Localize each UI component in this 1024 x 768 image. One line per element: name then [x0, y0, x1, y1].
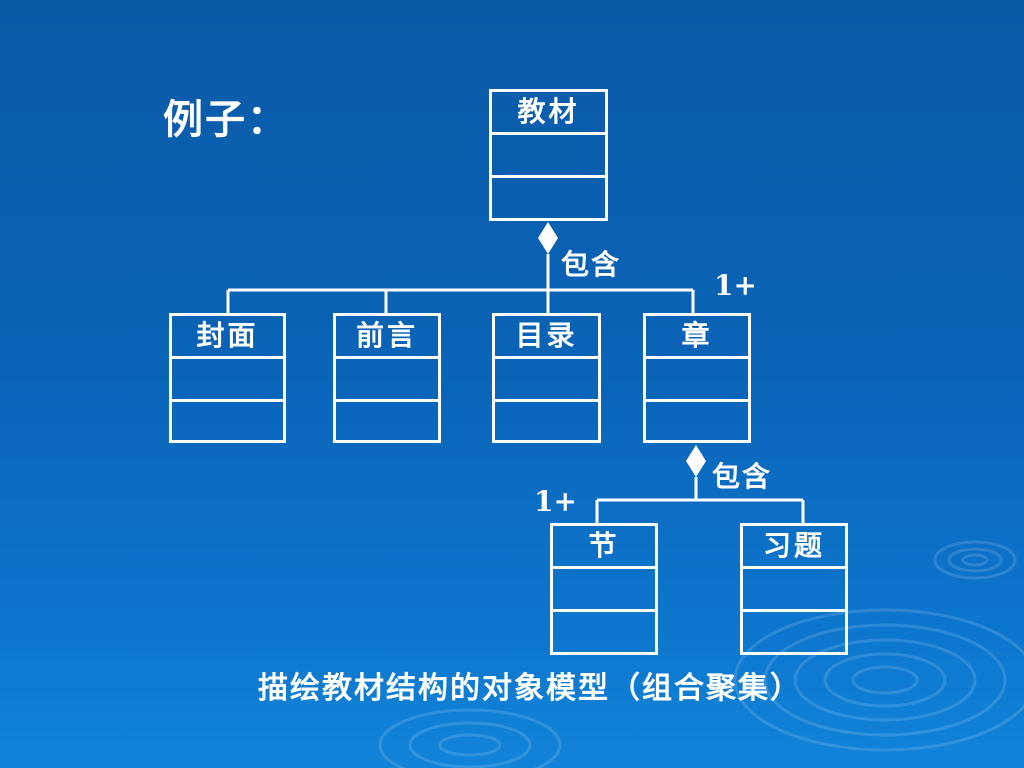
multiplicity-chapter: 1+ — [714, 269, 757, 302]
attribute-divider — [553, 566, 655, 569]
method-divider — [492, 175, 605, 178]
class-name: 教材 — [517, 95, 580, 128]
attribute-divider — [492, 132, 605, 135]
class-textbook: 教材 — [489, 89, 608, 221]
class-name: 节 — [588, 529, 620, 562]
method-divider — [646, 399, 748, 402]
relation-label-top: 包含 — [561, 248, 622, 281]
attribute-divider — [646, 356, 748, 359]
class-cover: 封面 — [169, 313, 286, 443]
class-name: 习题 — [762, 529, 825, 562]
aggregation-diamond-icon — [538, 222, 558, 254]
class-preface: 前言 — [333, 313, 441, 443]
class-section: 节 — [550, 523, 658, 655]
class-name: 封面 — [196, 319, 259, 352]
class-toc: 目录 — [492, 313, 601, 443]
class-name: 前言 — [355, 319, 418, 352]
diagram-caption: 描绘教材结构的对象模型（组合聚集） — [258, 671, 802, 706]
attribute-divider — [336, 356, 438, 359]
aggregation-diamond-icon — [686, 445, 706, 477]
attribute-divider — [495, 356, 598, 359]
method-divider — [553, 609, 655, 612]
multiplicity-section: 1+ — [534, 485, 577, 518]
attribute-divider — [743, 566, 845, 569]
method-divider — [336, 399, 438, 402]
class-name: 章 — [681, 319, 713, 352]
slide-heading: 例子： — [163, 96, 289, 143]
class-name: 目录 — [515, 319, 578, 352]
method-divider — [495, 399, 598, 402]
method-divider — [172, 399, 283, 402]
method-divider — [743, 609, 845, 612]
class-exercise: 习题 — [740, 523, 848, 655]
class-chapter: 章 — [643, 313, 751, 443]
attribute-divider — [172, 356, 283, 359]
relation-label-chapter: 包含 — [712, 460, 773, 493]
